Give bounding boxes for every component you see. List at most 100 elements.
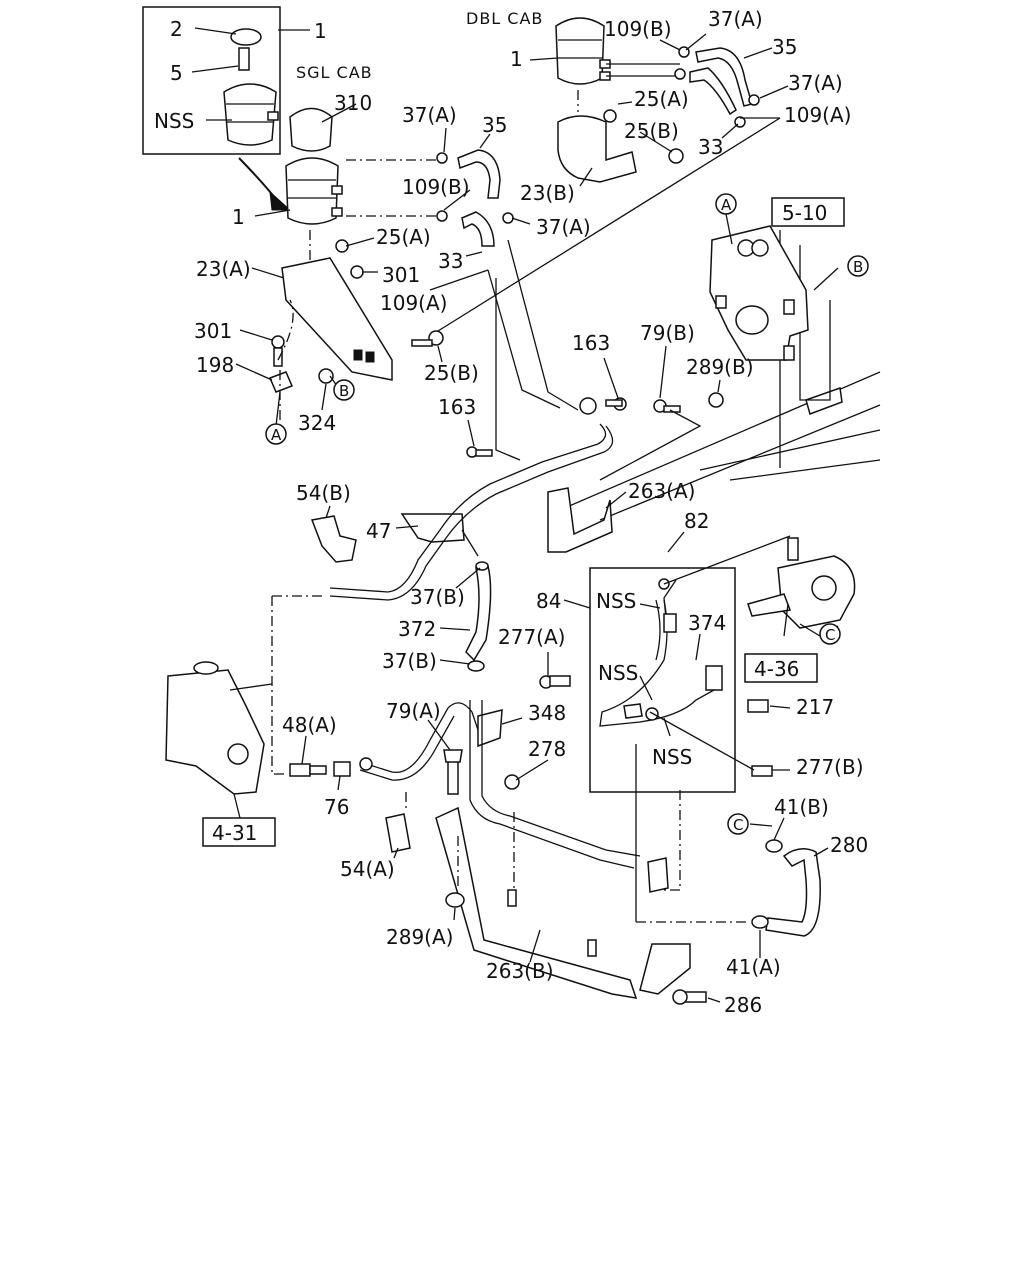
- cap-bolt: [238, 47, 250, 71]
- label-ref-4-36: 4-36: [754, 657, 799, 681]
- bracket-263b: [435, 806, 638, 999]
- connector-a-bottom: A: [271, 426, 282, 444]
- label-bolt-5: 5: [170, 61, 183, 85]
- label-part-310: 310: [334, 91, 372, 115]
- connector-b-right: B: [853, 258, 863, 276]
- label-part-109b-mid: 109(B): [402, 175, 470, 199]
- label-part-263a: 263(A): [628, 479, 695, 503]
- label-part-163-a: 163: [572, 331, 610, 355]
- connector-b-left: B: [339, 382, 349, 400]
- label-part-25a-mid: 25(A): [376, 225, 431, 249]
- label-part-348: 348: [528, 701, 566, 725]
- label-part-109b-top: 109(B): [604, 17, 672, 41]
- label-part-286: 286: [724, 993, 762, 1017]
- clamp-47: [400, 513, 465, 543]
- label-part-54a: 54(A): [340, 857, 395, 881]
- hose-280: [765, 848, 821, 937]
- label-part-37a-top: 37(A): [708, 7, 763, 31]
- label-nss-c: NSS: [652, 745, 692, 769]
- label-part-76: 76: [324, 795, 349, 819]
- label-part-33-top: 33: [698, 135, 723, 159]
- label-part-47: 47: [366, 519, 391, 543]
- inset-reservoir-detail: [142, 6, 281, 155]
- clamp-54b: [310, 515, 357, 563]
- hose-33-top: [689, 67, 737, 116]
- label-part-23a: 23(A): [196, 257, 251, 281]
- label-cap-2: 2: [170, 17, 183, 41]
- hose-35-mid: [457, 149, 501, 199]
- hose-33-mid: [461, 211, 495, 247]
- ref-box-4-31: [202, 817, 276, 847]
- steering-gear-box: [165, 669, 265, 795]
- label-part-25b-top: 25(B): [624, 119, 679, 143]
- connector-c-hose: C: [733, 816, 743, 834]
- label-part-217: 217: [796, 695, 834, 719]
- ref-box-4-36: [744, 653, 818, 683]
- label-part-37b-a: 37(B): [410, 585, 465, 609]
- label-part-25a-top: 25(A): [634, 87, 689, 111]
- label-sgl-cab: SGL CAB: [296, 63, 373, 82]
- reservoir-cap-310: [289, 107, 333, 152]
- label-part-35-top: 35: [772, 35, 797, 59]
- label-part-289b: 289(B): [686, 355, 754, 379]
- label-part-1-sgl: 1: [232, 205, 245, 229]
- label-part-301-b: 301: [194, 319, 232, 343]
- label-part-109a-top: 109(A): [784, 103, 851, 127]
- label-part-41b: 41(B): [774, 795, 829, 819]
- label-part-163-b: 163: [438, 395, 476, 419]
- sgl-cab-reservoir: [285, 157, 339, 225]
- label-part-23b: 23(B): [520, 181, 575, 205]
- label-part-1-dbl: 1: [510, 47, 523, 71]
- label-part-82: 82: [684, 509, 709, 533]
- ref-box-5-10: [771, 197, 845, 227]
- connector-labels: A B A B C C: [271, 196, 863, 834]
- label-ref-5-10: 5-10: [782, 201, 827, 225]
- label-part-1-inset: 1: [314, 19, 327, 43]
- bracket-23a: [281, 257, 393, 381]
- label-ref-4-31: 4-31: [212, 821, 257, 845]
- part-labels: 2 1 5 NSS SGL CAB 310 DBL CAB 1 109(B) 3…: [154, 7, 868, 1017]
- label-dbl-cab: DBL CAB: [466, 9, 543, 28]
- label-part-374: 374: [688, 611, 726, 635]
- reservoir-nss: [223, 83, 277, 146]
- dbl-cab-reservoir: [555, 17, 605, 85]
- bracket-23b: [557, 115, 637, 183]
- label-part-37a-mid2: 37(A): [536, 215, 591, 239]
- label-part-25b-mid: 25(B): [424, 361, 479, 385]
- label-part-324: 324: [298, 411, 336, 435]
- hose-35-top: [695, 47, 753, 107]
- label-part-372: 372: [398, 617, 436, 641]
- connector-c-pump: C: [825, 626, 835, 644]
- label-nss-a: NSS: [596, 589, 636, 613]
- hose-372: [465, 565, 492, 662]
- label-part-198: 198: [196, 353, 234, 377]
- label-part-37a-mid: 37(A): [402, 103, 457, 127]
- label-part-289a: 289(A): [386, 925, 453, 949]
- clamp-54a: [385, 813, 411, 853]
- label-part-278: 278: [528, 737, 566, 761]
- label-part-37a-right: 37(A): [788, 71, 843, 95]
- label-part-41a: 41(A): [726, 955, 781, 979]
- label-part-79a: 79(A): [386, 699, 441, 723]
- label-part-35-mid: 35: [482, 113, 507, 137]
- label-part-301-a: 301: [382, 263, 420, 287]
- label-part-48a: 48(A): [282, 713, 337, 737]
- label-part-109a-mid: 109(A): [380, 291, 447, 315]
- label-part-280: 280: [830, 833, 868, 857]
- label-part-277b: 277(B): [796, 755, 864, 779]
- label-part-33-mid: 33: [438, 249, 463, 273]
- label-part-54b: 54(B): [296, 481, 351, 505]
- label-part-277a: 277(A): [498, 625, 565, 649]
- reservoir-cap: [230, 28, 262, 46]
- label-part-84: 84: [536, 589, 561, 613]
- label-part-79b: 79(B): [640, 321, 695, 345]
- bracket-348: [477, 709, 503, 748]
- label-part-263b: 263(B): [486, 959, 554, 983]
- connector-a-top: A: [721, 196, 732, 214]
- label-part-37b-b: 37(B): [382, 649, 437, 673]
- label-nss-reservoir: NSS: [154, 109, 194, 133]
- leader-lines: [191, 27, 839, 1003]
- label-nss-b: NSS: [598, 661, 638, 685]
- bracket-263a: [547, 487, 613, 553]
